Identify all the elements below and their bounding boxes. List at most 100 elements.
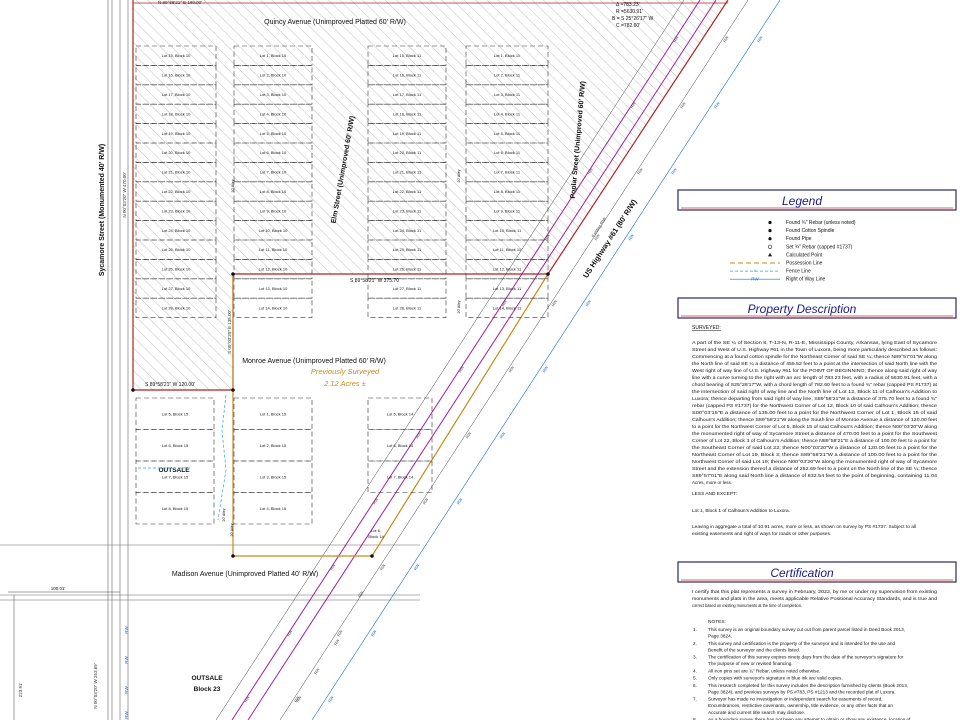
note-line: The certification of this survey expires…: [708, 655, 904, 660]
note-line: Accurate and current title search may di…: [708, 710, 805, 715]
lot-cell: [233, 397, 313, 430]
sycamore-street-label: Sycamore Street (Monumented 40' R/W): [99, 144, 106, 276]
property-line: line with a curve turning to the right w…: [692, 375, 937, 380]
legend-triangle-icon: [768, 252, 772, 257]
lot-label: Lot 5, Block 14: [387, 411, 414, 416]
rw-tag: RW: [286, 629, 294, 637]
lot-label: Lot 4, Block 15: [260, 506, 287, 511]
madison-avenue-label: Madison Avenue (Unimproved Platted 40' R…: [172, 571, 318, 578]
lot-cell: [465, 123, 549, 144]
lot-cell: [465, 84, 549, 105]
lot-label: Lot 9, Block 10: [260, 208, 287, 213]
lot-label: Lot 11, Block 11: [493, 247, 522, 252]
lot-cell: [367, 460, 433, 493]
lot6-block14-a: Lot 6,: [371, 528, 381, 533]
lot-cell: [367, 162, 447, 183]
bearing-375: S 89°58'21" W 375.70': [350, 278, 400, 284]
lot-label: Lot 22, Block 10: [162, 189, 191, 194]
notes-label: NOTES:: [708, 619, 726, 625]
property-line: chord bearing of S25°26'17"W, with a cho…: [692, 382, 938, 387]
note-line: Surveyor has made no investigation or in…: [708, 697, 883, 702]
lot-label: Lot 20, Block 11: [393, 150, 422, 155]
legend-dot-icon: [768, 237, 772, 241]
lot-cell: [465, 239, 549, 260]
lot-cell: [367, 142, 447, 163]
rw-tag: RW: [722, 35, 730, 43]
lot-cell: [367, 45, 447, 66]
lot-cell: [367, 297, 447, 318]
lot-label: Lot 25, Block 10: [162, 247, 191, 252]
lot-cell: [233, 259, 313, 280]
rw-tag: RW: [456, 497, 464, 505]
rw-tag: RW: [293, 695, 301, 703]
lot-cell: [233, 103, 313, 124]
curve-bearing: B = S 25°26'17" W: [612, 16, 654, 22]
rw-tag: RW: [413, 563, 421, 571]
rw-tag: RW: [336, 629, 344, 637]
lot-label: Lot 15, Block 11: [393, 53, 422, 58]
rw-tag: RW: [457, 365, 465, 373]
lot-label: Lot 17, Block 10: [162, 92, 191, 97]
lot-cell: [465, 200, 549, 221]
bearing-120: S 89°58'21" W 120.00': [145, 382, 195, 388]
lot-label: Lot 18, Block 11: [393, 111, 422, 116]
lot-label: Lot 27, Block 11: [393, 286, 422, 291]
note-number: 4.: [693, 668, 697, 673]
lot-label: Lot 24, Block 10: [162, 228, 191, 233]
rw-tag: RW: [586, 167, 594, 175]
lot-label: Lot 3, Block 10: [260, 92, 287, 97]
certification-notes: 1.This survey is an original boundary su…: [693, 627, 911, 720]
lot-label: Lot 12, Block 10: [259, 267, 288, 272]
property-description-panel: Property Description SURVEYED: A part of…: [677, 297, 957, 537]
rw-tag: RW: [713, 101, 721, 109]
lot-label: Lot 26, Block 11: [393, 267, 422, 272]
note-line: Only copies with surveyor's signature in…: [708, 676, 843, 681]
note-number: 2.: [693, 641, 697, 646]
note-number: 8.: [693, 717, 697, 720]
lot-label: Lot 9, Block 11: [494, 208, 521, 213]
property-line: rebar (capped PS #1737) for the Northwes…: [692, 403, 937, 408]
lot-label: Lot 5, Block 11: [494, 131, 521, 136]
lot-label: Lot 8, Block 11: [494, 189, 521, 194]
lot-cell: [233, 65, 313, 86]
legend-rw-tag: RW: [751, 277, 759, 282]
property-line: Acres, more or less.: [692, 480, 732, 485]
lot-label: Lot 13, Block 11: [493, 286, 522, 291]
lot-label: Lot 4, Block 11: [494, 111, 521, 116]
note-number: 3.: [693, 655, 697, 660]
lot-label: Lot 26, Block 10: [162, 267, 191, 272]
alley-label: 20' Alley: [231, 179, 235, 192]
lot-label: Lot 2, Block 11: [494, 73, 521, 78]
note-line: This research completed for this survey …: [708, 683, 908, 688]
acres-label: 2.12 Acres ±: [323, 379, 366, 388]
note-line: All iron pins set are ¾" Rebar, unless n…: [708, 668, 820, 673]
lot-cell: [367, 259, 447, 280]
monroe-avenue-label: Monroe Avenue (Unimproved Platted 60' R/…: [242, 358, 386, 365]
lot6-block14-b: Block 14: [368, 534, 384, 539]
lot-cell: [233, 123, 313, 144]
alley-label: 20' Alley: [230, 523, 234, 536]
lot-cell: [367, 65, 447, 86]
property-line: to a point for the Northwest Corner of L…: [692, 424, 937, 429]
note-number: 5.: [693, 676, 697, 681]
less-except-line: Lot 1, Block 1 of Calhoun's Addition to …: [692, 508, 790, 514]
lot-cell: [233, 239, 313, 260]
lot-label: Lot 23, Block 11: [393, 208, 422, 213]
property-line: Corner of Lot 22, Block 3 of Calhoun's A…: [692, 438, 937, 443]
lot-label: Lot 5, Block 15: [162, 411, 189, 416]
property-line: S00°03'15"E a distance of 135.00 feet to…: [692, 410, 937, 415]
lot-label: Lot 17, Block 11: [393, 92, 422, 97]
monroe-bearing: S 00°03'20" E 135.00': [227, 310, 232, 354]
rw-tag: RW: [672, 35, 680, 43]
lot-label: Lot 14, Block 10: [259, 305, 288, 310]
legend-label: Fence Line: [786, 269, 811, 275]
rw-tag: RW: [124, 711, 129, 719]
lot-cell: [135, 397, 215, 430]
legend-dot-icon: [768, 229, 772, 233]
lot-label: Lot 21, Block 11: [393, 170, 422, 175]
property-line: Commencing at a found cotton spindle for…: [692, 354, 937, 359]
lot-cell: [135, 429, 215, 462]
lot-cell: [367, 429, 433, 462]
lot-label: Lot 8, Block 15: [162, 506, 189, 511]
